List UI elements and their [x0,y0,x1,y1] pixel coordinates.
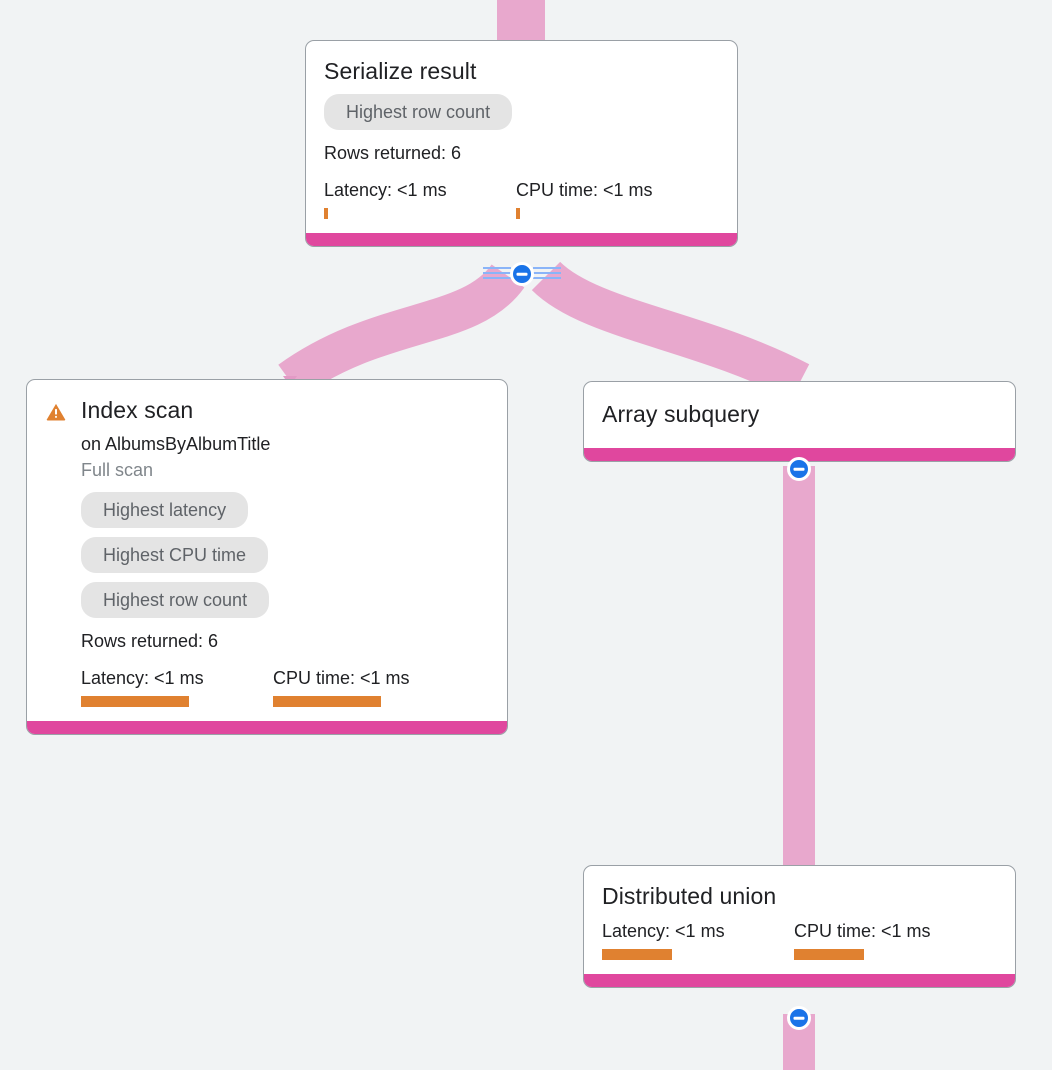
chip-highest-row-count: Highest row count [324,94,513,130]
node-array-subquery-body: Array subquery [584,382,1015,448]
node-distributed-union[interactable]: Distributed union Latency: <1 ms CPU tim… [583,865,1016,988]
metric-cpu-time: CPU time: <1 ms [273,667,410,707]
metric-cpu-time-bar [794,949,864,960]
metric-latency: Latency: <1 ms [81,667,273,707]
node-accent-bar [584,448,1015,461]
node-array-subquery[interactable]: Array subquery [583,381,1016,462]
chip-highest-row-count: Highest row count [81,582,270,618]
node-serialize-result-chips: Highest row count [324,94,719,130]
edge-serialize-to-array-subquery [531,261,810,400]
node-index-scan-metrics: Latency: <1 ms CPU time: <1 ms [81,667,489,707]
metric-cpu-time: CPU time: <1 ms [516,179,653,219]
node-index-scan-chips: Highest latency Highest CPU time Highest… [81,492,489,618]
node-title: Distributed union [602,883,777,909]
metric-latency-bar [81,696,189,707]
node-accent-bar [306,233,737,246]
node-serialize-result-title-row: Serialize result [324,57,719,85]
metric-cpu-time: CPU time: <1 ms [794,920,931,960]
node-index-scan-subtitle: on AlbumsByAlbumTitle [81,434,271,454]
rows-returned: Rows returned: 6 [81,631,219,651]
node-index-scan-scan-type: Full scan [81,460,154,480]
edge-incoming-top [497,0,545,42]
node-accent-bar [584,974,1015,987]
edge-array-subquery-to-distributed-union [783,466,815,876]
node-title: Index scan [81,397,194,423]
node-index-scan-details: on AlbumsByAlbumTitle Full scan Highest … [45,432,489,707]
collapse-button-serialize-result[interactable] [510,262,534,286]
warning-triangle-icon [45,401,67,423]
collapse-button-array-subquery[interactable] [787,457,811,481]
node-serialize-result-body: Serialize result Highest row count Rows … [306,41,737,233]
metric-latency-label: Latency: <1 ms [81,668,204,688]
node-title: Serialize result [324,58,477,84]
node-index-scan[interactable]: Index scan on AlbumsByAlbumTitle Full sc… [26,379,508,735]
node-serialize-result[interactable]: Serialize result Highest row count Rows … [305,40,738,247]
chip-highest-cpu-time: Highest CPU time [81,537,269,573]
node-serialize-result-metrics: Latency: <1 ms CPU time: <1 ms [324,179,719,219]
metric-latency-label: Latency: <1 ms [324,180,447,200]
collapse-rail-left [483,267,511,279]
node-distributed-union-body: Distributed union Latency: <1 ms CPU tim… [584,866,1015,974]
metric-cpu-time-label: CPU time: <1 ms [273,668,410,688]
metric-cpu-time-label: CPU time: <1 ms [794,921,931,941]
metric-latency-label: Latency: <1 ms [602,921,725,941]
edge-serialize-to-index-scan [278,263,525,398]
metric-latency: Latency: <1 ms [602,920,794,960]
chip-highest-latency: Highest latency [81,492,249,528]
node-index-scan-body: Index scan on AlbumsByAlbumTitle Full sc… [27,380,507,721]
collapse-rail-right [533,267,561,279]
collapse-button-distributed-union[interactable] [787,1006,811,1030]
rows-returned: Rows returned: 6 [324,143,462,163]
metric-cpu-time-bar [516,208,520,219]
node-distributed-union-metrics: Latency: <1 ms CPU time: <1 ms [602,920,997,960]
metric-latency: Latency: <1 ms [324,179,516,219]
node-index-scan-title-row: Index scan [45,396,489,424]
metric-latency-bar [324,208,328,219]
metric-latency-bar [602,949,672,960]
metric-cpu-time-label: CPU time: <1 ms [516,180,653,200]
node-title: Array subquery [602,401,760,427]
metric-cpu-time-bar [273,696,381,707]
node-accent-bar [27,721,507,734]
